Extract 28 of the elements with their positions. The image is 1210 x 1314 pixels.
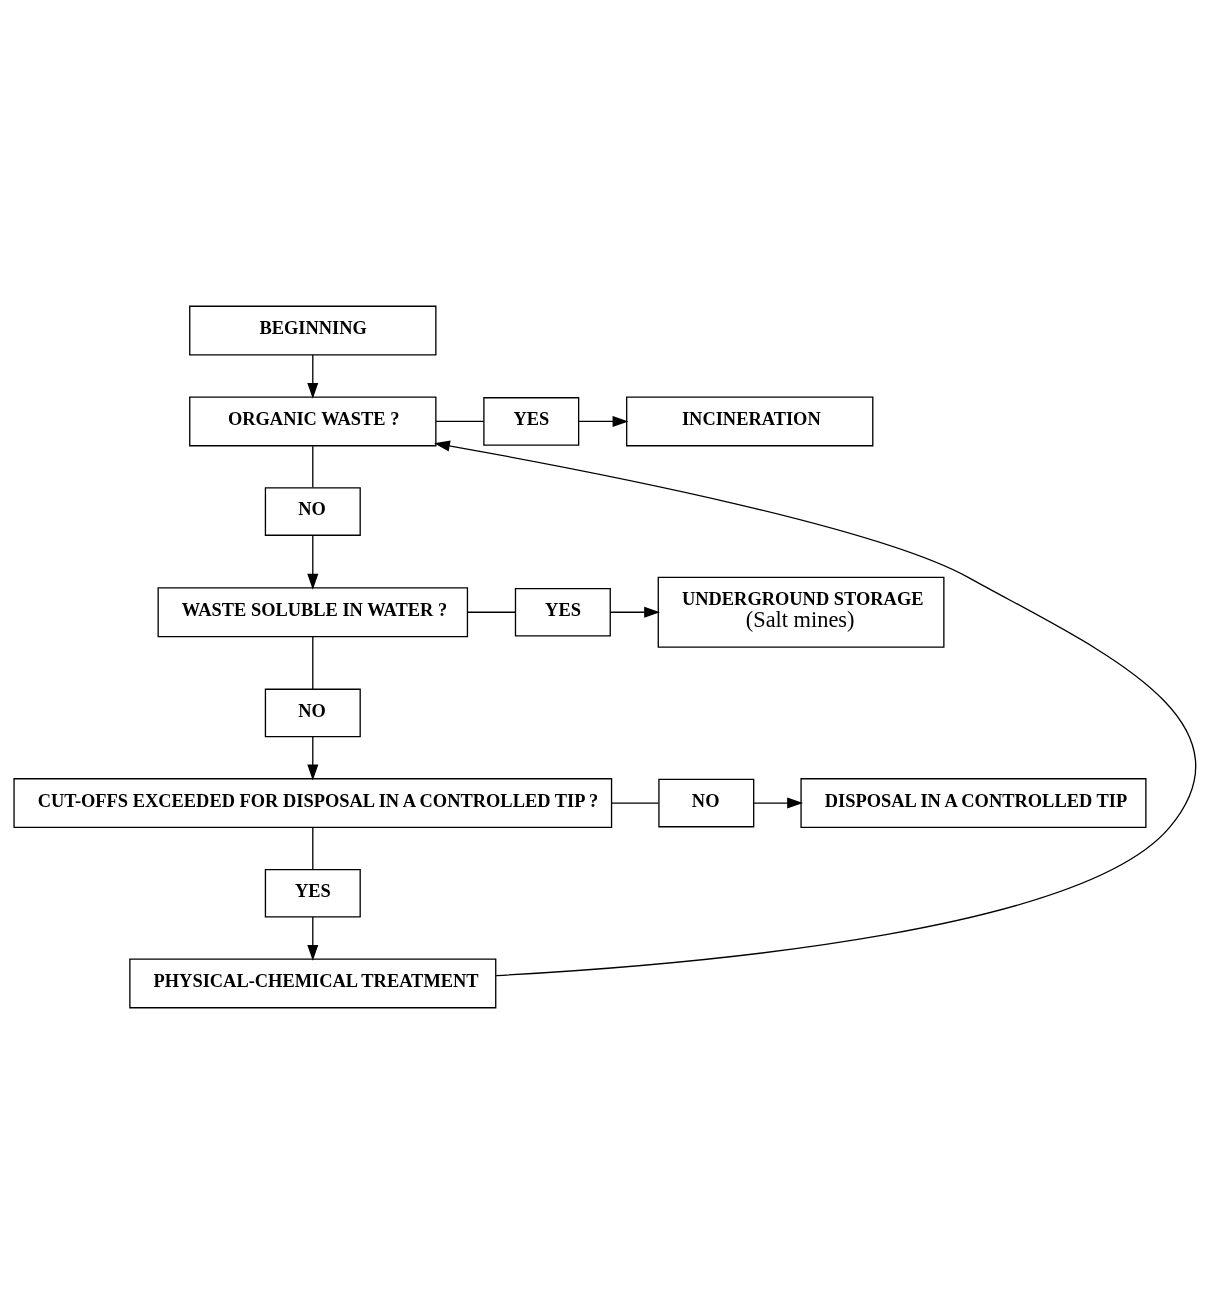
arrow — [307, 736, 319, 781]
connector — [312, 636, 314, 690]
connector — [312, 445, 314, 488]
node-box: UNDERGROUND STORAGE (Salt mines) — [657, 576, 945, 648]
node-box: NO — [264, 487, 361, 536]
arrow — [307, 916, 319, 961]
connector — [466, 611, 516, 613]
connector — [312, 827, 314, 870]
connector — [435, 420, 485, 423]
node-box: NO — [658, 778, 755, 828]
node-box: YES — [264, 868, 361, 918]
node-box: BEGINNING — [189, 305, 437, 356]
arrow — [307, 534, 319, 590]
node-box: NO — [264, 688, 361, 738]
node-box: PHYSICAL-CHEMICAL TREATMENT — [129, 958, 497, 1009]
node-box: ORGANIC WASTE ? — [189, 396, 437, 447]
arrow — [578, 415, 629, 427]
node-box: YES — [514, 587, 611, 637]
node-box: YES — [483, 397, 580, 446]
node-box: CUT-OFFS EXCEEDED FOR DISPOSAL IN A CONTROLLED TIP ? — [13, 778, 613, 829]
arrow — [434, 440, 1196, 977]
arrow — [609, 606, 660, 618]
node-box: WASTE SOLUBLE IN WATER ? — [157, 587, 469, 638]
arrow — [307, 354, 319, 399]
arrow — [753, 797, 803, 809]
node-box: INCINERATION — [626, 396, 874, 447]
node-box: DISPOSAL IN A CONTROLLED TIP — [800, 778, 1147, 829]
connector — [611, 802, 660, 804]
